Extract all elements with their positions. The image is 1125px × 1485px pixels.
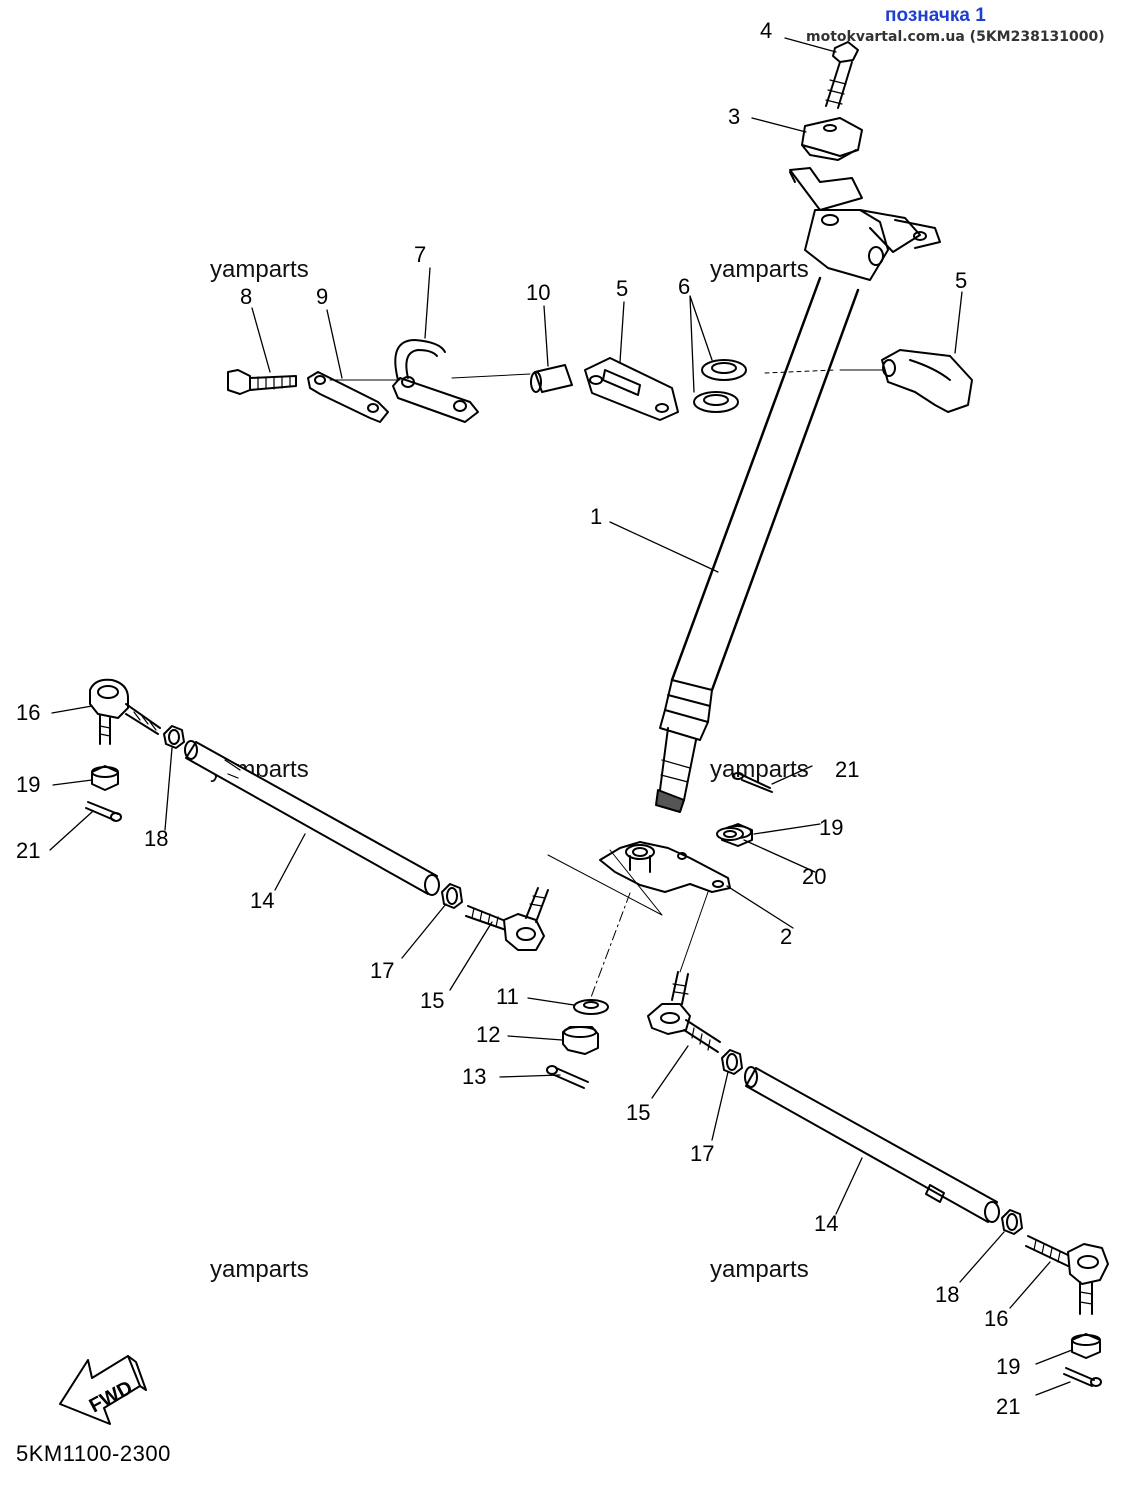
callout-13: 13 (462, 1064, 486, 1089)
collar-10 (530, 364, 573, 393)
lock-plate-9 (307, 371, 389, 423)
callout-19-right: 19 (996, 1354, 1020, 1379)
tie-rod-end-16-left (89, 678, 161, 745)
shaft-top-bracket (789, 167, 941, 281)
watermark: yamparts (210, 1256, 309, 1283)
callout-5-left: 5 (616, 276, 628, 301)
nut-12 (562, 1026, 599, 1055)
callout-20: 20 (802, 864, 826, 889)
callout-14-left: 14 (250, 888, 274, 913)
callout-21-left: 21 (16, 838, 40, 863)
bolt-8 (227, 369, 297, 395)
leader-lines (49, 37, 1073, 1396)
washer-11 (573, 999, 609, 1015)
pitman-arm-2 (599, 841, 731, 893)
callout-19-left: 19 (16, 772, 40, 797)
washer-20 (716, 827, 744, 841)
nut-18-right (1001, 1209, 1023, 1235)
holder-cap-3 (801, 117, 863, 161)
source-reference: motokvartal.com.ua (5KM238131000) (806, 29, 1105, 45)
callout-21-right: 21 (996, 1394, 1020, 1419)
plate-7 (392, 339, 479, 423)
callout-11: 11 (496, 984, 519, 1009)
watermark: yamparts (710, 756, 809, 783)
callout-2: 2 (780, 924, 792, 949)
watermark: yamparts (710, 1256, 809, 1283)
diagram-code: 5KM1100-2300 (16, 1441, 171, 1466)
cotter-pin-21-right (1063, 1367, 1102, 1387)
page-label: позначка 1 (885, 5, 986, 26)
callout-10: 10 (526, 280, 550, 305)
steering-shaft (655, 276, 860, 813)
cotter-pin-21-top (732, 772, 773, 793)
callout-18-left: 18 (144, 826, 168, 851)
callout-4: 4 (760, 18, 772, 43)
callout-3: 3 (728, 104, 740, 129)
callout-21-top: 21 (835, 757, 859, 782)
callout-17-left: 17 (370, 958, 394, 983)
bolt-4 (825, 41, 859, 109)
callout-16-right: 16 (984, 1306, 1008, 1331)
tie-rod-end-15-left (465, 887, 549, 951)
cotter-pin-13 (546, 1065, 589, 1089)
bushing-holder-5-left (584, 357, 679, 421)
tie-rod-14-left (184, 740, 440, 896)
bushing-holder-5-right (881, 349, 973, 413)
callout-1: 1 (590, 504, 602, 529)
callout-numbers: 1 2 3 4 5 5 6 7 8 9 10 11 12 13 14 14 15… (16, 18, 1020, 1419)
nut-17-right (721, 1049, 743, 1075)
tie-rod-14-right (744, 1066, 1000, 1223)
callout-7: 7 (414, 242, 426, 267)
tie-rod-end-15-right (647, 971, 721, 1053)
callout-16-left: 16 (16, 700, 40, 725)
tie-rod-end-16-right (1025, 1235, 1109, 1315)
cotter-pin-21-left (85, 801, 122, 822)
fwd-arrow-icon: FWD (59, 1355, 147, 1425)
callout-12: 12 (476, 1022, 500, 1047)
nut-19-left (91, 765, 119, 791)
callout-6: 6 (678, 274, 690, 299)
nut-17-left (441, 883, 463, 909)
watermark: yamparts (210, 256, 309, 283)
callout-17-right: 17 (690, 1141, 714, 1166)
callout-15-right: 15 (626, 1100, 650, 1125)
watermark: yamparts (710, 256, 809, 283)
callout-15-left: 15 (420, 988, 444, 1013)
bushings-6 (693, 359, 747, 413)
nut-19-right (1071, 1333, 1101, 1359)
callout-8: 8 (240, 284, 252, 309)
callout-9: 9 (316, 284, 328, 309)
callout-19-top: 19 (819, 815, 843, 840)
callout-5-right: 5 (955, 268, 967, 293)
nut-18-left (163, 725, 185, 749)
callout-18-right: 18 (935, 1282, 959, 1307)
assembly-lines-upper (329, 369, 883, 381)
assembly-lines-lower (547, 849, 709, 1001)
callout-14-right: 14 (814, 1211, 838, 1236)
